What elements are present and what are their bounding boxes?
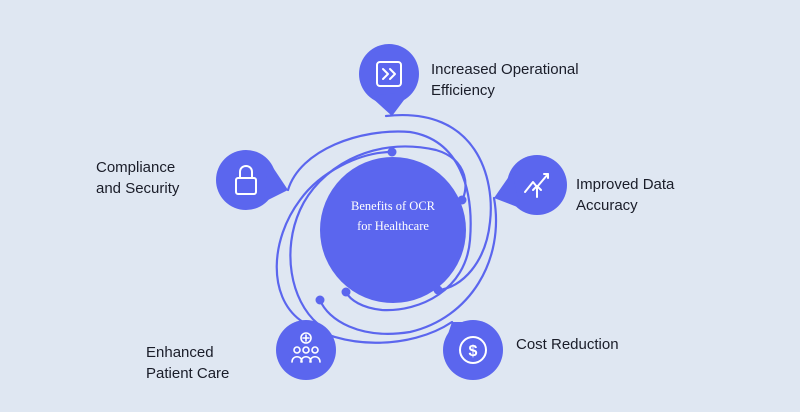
benefit-label-line1: Enhanced	[146, 344, 214, 361]
benefit-label-line1: Compliance	[96, 159, 176, 176]
endpoint-dot	[315, 295, 325, 305]
benefit-label-security: Compliance and Security	[96, 157, 179, 199]
bubble-efficiency	[359, 44, 419, 116]
benefit-label-cost: Cost Reduction	[516, 334, 619, 355]
benefit-label-line2: Patient Care	[146, 365, 230, 382]
trend-up-arrow-icon	[524, 173, 549, 198]
fast-forward-icon	[376, 61, 402, 87]
benefit-label-line2: and Security	[96, 180, 180, 197]
bubble-care	[276, 320, 336, 380]
padlock-icon	[235, 165, 257, 195]
benefit-label-line1: Increased Operational	[431, 61, 579, 78]
benefit-label-efficiency: Increased Operational Efficiency	[431, 59, 579, 101]
benefit-bubbles	[216, 44, 567, 380]
svg-text:$: $	[469, 343, 478, 360]
bubble-cost	[443, 320, 503, 380]
dollar-coin-icon: $	[459, 336, 487, 364]
bubble-security	[216, 150, 288, 210]
center-title-line1: Benefits of OCR	[350, 199, 436, 213]
benefit-label-accuracy: Improved Data Accuracy	[576, 174, 674, 216]
benefit-label-care: Enhanced Patient Care	[146, 342, 229, 384]
benefit-label-line2: Efficiency	[431, 82, 495, 99]
connector-spirals	[275, 113, 498, 344]
connector-endpoints	[315, 147, 467, 305]
center-title-line2: for Healthcare	[357, 219, 429, 233]
center-title: Benefits of OCR for Healthcare	[318, 196, 468, 236]
connector-efficiency	[384, 113, 492, 292]
benefit-label-line1: Cost Reduction	[516, 336, 619, 353]
connector-security	[286, 130, 472, 312]
benefit-label-line1: Improved Data	[576, 176, 675, 193]
patient-group-icon	[291, 332, 321, 363]
connector-care	[289, 145, 467, 326]
endpoint-dot	[387, 147, 397, 157]
center-circle	[320, 157, 466, 303]
endpoint-dot	[341, 287, 351, 297]
connector-accuracy	[318, 196, 498, 335]
benefit-label-line2: Accuracy	[576, 197, 638, 214]
